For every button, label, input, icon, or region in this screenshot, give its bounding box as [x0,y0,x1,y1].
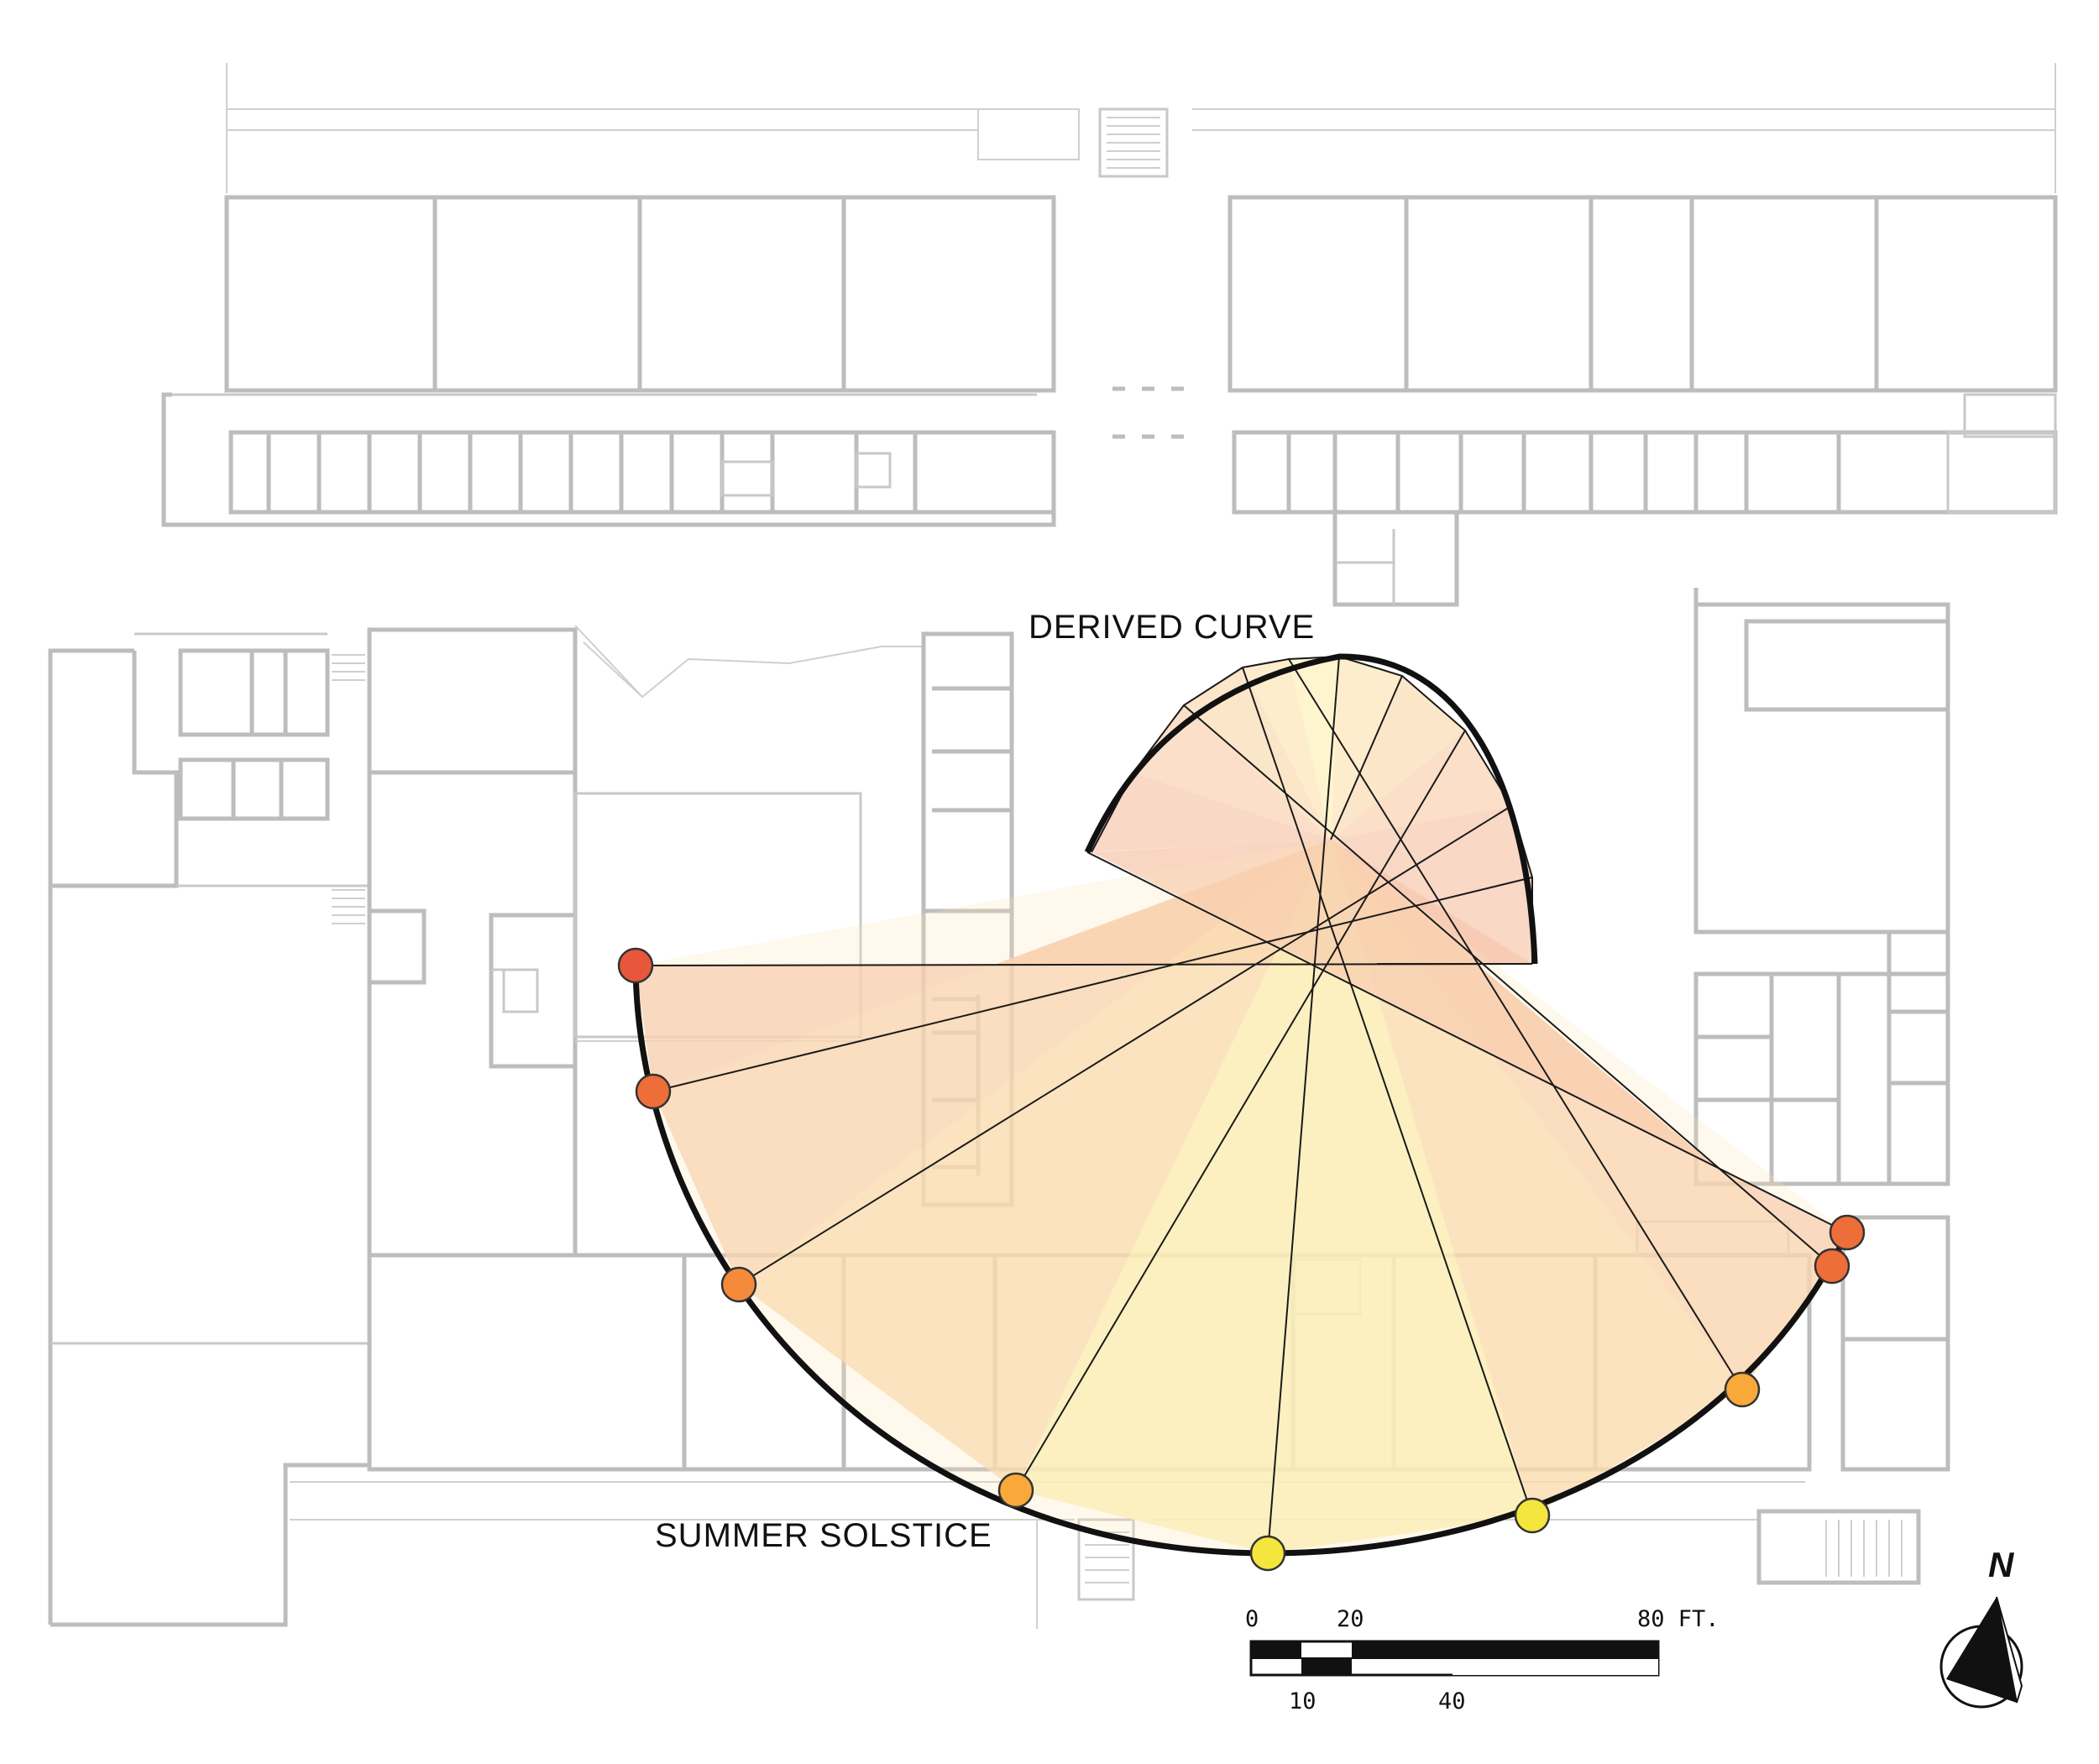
derived-curve-line [1084,653,1538,965]
solstice-fan-wedge-orange [739,840,1331,1490]
summer-solstice-fan [636,840,1847,1553]
solstice-fan-wedge-yellow-a [1016,840,1331,1553]
sun-dot-6 [1514,1497,1551,1534]
derived-fan-wedge-7 [1331,676,1465,840]
sun-dot-1 [617,947,654,984]
sun-dot-2 [635,1073,672,1110]
derived-curve-fan [1087,657,1532,964]
derived-curve-label: DERIVED CURVE [1029,609,1315,646]
derived-fan-wedge-3 [1184,667,1331,840]
north-arrow-letter: N [1988,1545,2015,1584]
sun-position-dots [617,947,1866,1572]
solstice-fan-wedge-red-east [1091,840,1847,1266]
west-stair-treads [332,654,365,924]
sun-dot-9 [1829,1214,1866,1251]
summer-solstice-label: SUMMER SOLSTICE [655,1517,992,1554]
derived-fan-wedge-2 [1133,705,1331,840]
sun-dot-3 [720,1266,757,1303]
top-wing-walls [161,63,2058,607]
sun-dot-4 [997,1472,1034,1509]
derived-fan-wedge-6 [1331,657,1402,840]
solstice-fan-arc-fill [636,840,1847,1553]
southeast-stair-treads [1825,1520,1903,1577]
north-arrow: N [1939,1545,2023,1709]
derived-fan-wedge-1 [1087,772,1331,852]
derived-fan-wedge-4 [1243,659,1331,840]
sun-dot-8 [1814,1248,1850,1285]
summer-solstice-curve-line [632,965,1850,1557]
north-arrow-icon [1946,1597,2017,1703]
scale-bar: 0 20 80 FT. 10 40 [1245,1606,1720,1714]
scale-label-10: 10 [1289,1688,1316,1714]
north-stair-treads [1107,117,1160,169]
scale-label-80ft: 80 FT. [1637,1606,1720,1632]
derived-fan-wedge-8 [1331,730,1511,840]
sun-dot-7 [1724,1371,1761,1408]
sun-dot-5 [1249,1535,1286,1572]
scale-label-20: 20 [1337,1606,1364,1632]
solstice-fan-wedge-red-orange [653,840,1331,1285]
scale-label-40: 40 [1438,1688,1466,1714]
solstice-fan-wedge-yellow-b [1268,840,1532,1553]
derived-fan-wedge-5 [1289,657,1339,840]
scale-label-0: 0 [1245,1606,1259,1632]
